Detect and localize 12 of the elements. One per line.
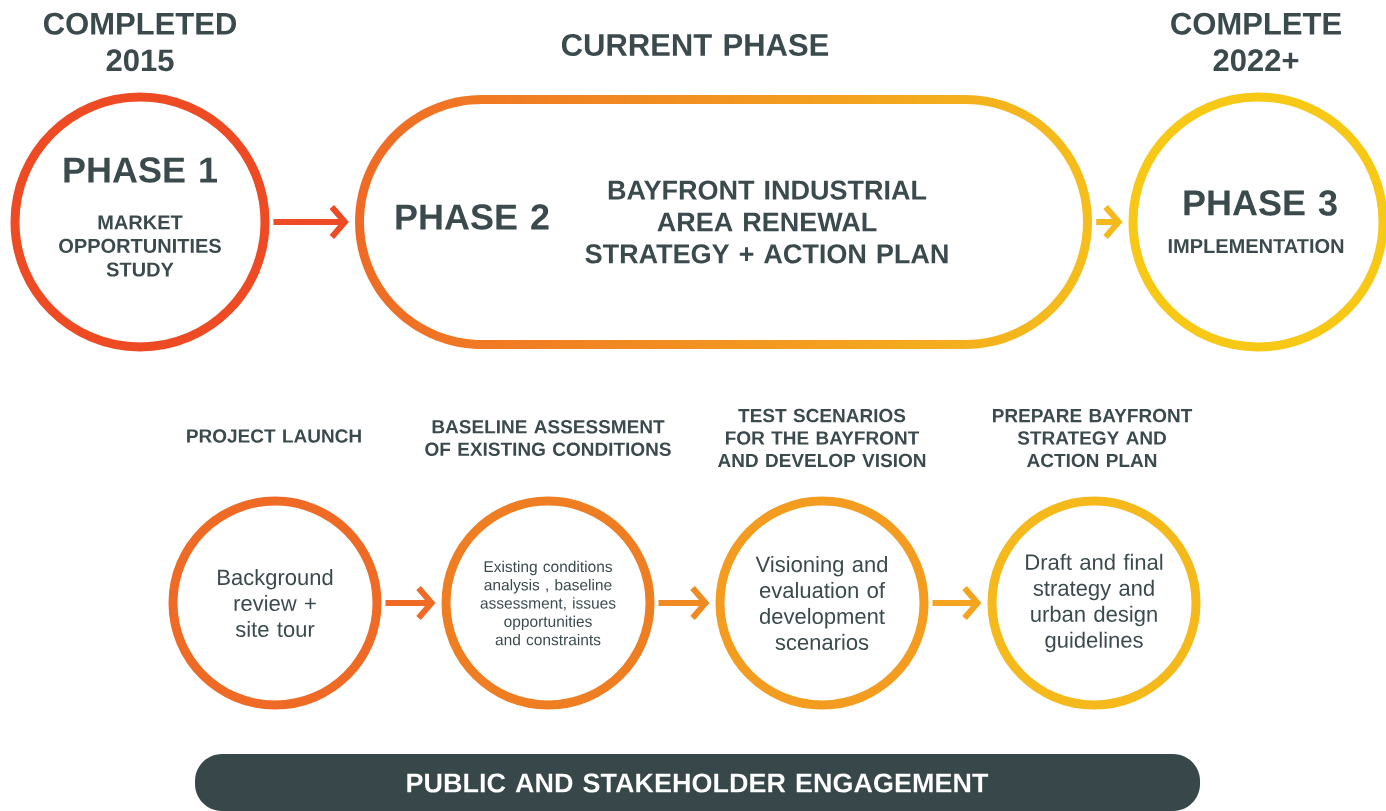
stage-heading: CURRENT PHASE <box>561 34 829 56</box>
stage-heading: PROJECT LAUNCH <box>187 429 361 443</box>
node-label: PHASE 2 <box>396 204 549 230</box>
stage-heading: BASELINE ASSESSMENT OF EXISTING CONDITIONS <box>425 420 671 456</box>
stage-heading: TEST SCENARIOS FOR THE BAYFRONT AND DEVELOP VISION <box>717 408 926 468</box>
stage-heading: COMPLETED 2015 <box>43 12 236 72</box>
arrow <box>273 205 349 239</box>
stage-heading: PREPARE BAYFRONT STRATEGY AND ACTION PLAN <box>993 408 1193 468</box>
phase-pill: PHASE 2 BAYFRONT INDUSTRIAL AREA RENEWAL STRATEGY + ACTION PLAN <box>364 104 1083 340</box>
node-label: BAYFRONT INDUSTRIAL AREA RENEWAL STRATEGY + ACTION PLAN <box>585 180 948 264</box>
engagement-bar: PUBLIC AND STAKEHOLDER ENGAGEMENT <box>195 754 1200 811</box>
stage-heading: COMPLETE 2022+ <box>1171 12 1341 72</box>
